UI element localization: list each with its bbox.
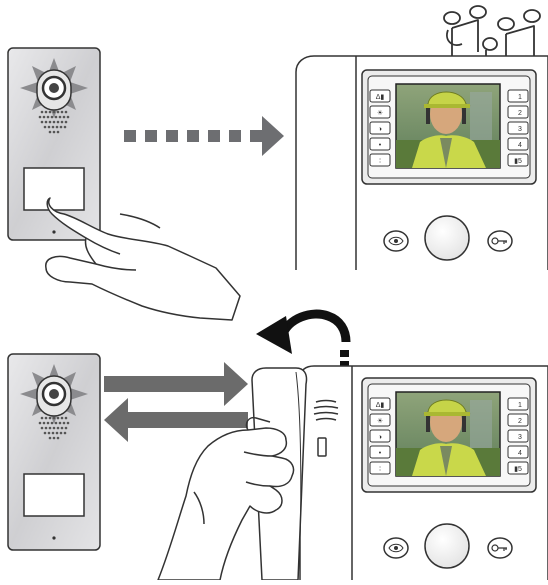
left-button-1[interactable] — [369, 397, 391, 411]
right-button-label: 1 — [518, 402, 522, 409]
left-button-label: ∶ — [379, 466, 381, 473]
right-button-label: 4 — [518, 142, 522, 149]
door-entry-panel-bottom — [7, 353, 101, 551]
right-button-5[interactable] — [507, 153, 529, 167]
monitor-right-buttons-bottom: 1 2 3 4 ▮5 — [507, 397, 529, 475]
indoor-monitor-top: Δ▮ ☀ ◑ • ∶ 1 2 3 4 ▮5 — [295, 55, 548, 270]
right-button-3[interactable] — [507, 121, 529, 135]
scene-answer-call: Δ▮ ☀ ◑ • ∶ 1 2 3 4 ▮5 — [7, 309, 548, 581]
music-notes-icon — [443, 5, 541, 84]
call-button[interactable] — [23, 167, 85, 211]
right-button-5[interactable] — [507, 461, 529, 475]
scene-call-ring: Δ▮ ☀ ◑ • ∶ 1 2 3 4 ▮5 — [7, 5, 548, 321]
right-button-4[interactable] — [507, 445, 529, 459]
right-button-4[interactable] — [507, 137, 529, 151]
speaker-grill — [38, 416, 70, 440]
arrow-right-icon — [104, 362, 248, 406]
left-button-1[interactable] — [369, 89, 391, 103]
right-button-label: ▮5 — [514, 158, 522, 165]
monitor-left-buttons-top: Δ▮ ☀ ◑ • ∶ — [369, 89, 391, 167]
left-button-label: ☀ — [377, 417, 383, 425]
curved-arrow-icon — [256, 309, 351, 368]
camera-lens-icon — [36, 375, 72, 417]
call-button[interactable] — [23, 473, 85, 517]
right-button-label: 2 — [518, 110, 522, 117]
left-button-3[interactable] — [369, 121, 391, 135]
left-button-2[interactable] — [369, 413, 391, 427]
left-button-label: ∶ — [379, 158, 381, 165]
left-button-4[interactable] — [369, 137, 391, 151]
key-icon — [491, 544, 507, 552]
left-button-label: ◑ — [378, 126, 382, 133]
monitor-right-buttons-top: 1 2 3 4 ▮5 — [507, 89, 529, 167]
right-button-label: 1 — [518, 94, 522, 101]
eye-icon — [388, 236, 404, 246]
arrow-left-icon — [104, 398, 248, 442]
right-button-2[interactable] — [507, 413, 529, 427]
hand-holding-handset-icon — [157, 416, 295, 581]
signal-dotted-arrow — [124, 116, 284, 156]
left-button-label: Δ▮ — [376, 94, 385, 101]
main-round-button[interactable] — [424, 523, 470, 569]
left-button-label: Δ▮ — [376, 402, 385, 409]
left-button-3[interactable] — [369, 429, 391, 443]
right-button-label: 3 — [518, 126, 522, 133]
key-icon — [491, 237, 507, 245]
right-button-2[interactable] — [507, 105, 529, 119]
monitor-left-buttons-bottom: Δ▮ ☀ ◑ • ∶ — [369, 397, 391, 475]
video-screen-top — [395, 83, 501, 169]
indoor-monitor-bottom: Δ▮ ☀ ◑ • ∶ 1 2 3 4 ▮5 — [299, 365, 548, 580]
speaker-icon — [313, 399, 339, 421]
left-button-label: • — [379, 450, 382, 457]
right-button-label: 2 — [518, 418, 522, 425]
main-round-button[interactable] — [424, 215, 470, 261]
right-button-1[interactable] — [507, 397, 529, 411]
eye-icon — [388, 543, 404, 553]
right-button-1[interactable] — [507, 89, 529, 103]
left-button-label: ◑ — [378, 434, 382, 441]
right-button-label: 3 — [518, 434, 522, 441]
left-button-2[interactable] — [369, 105, 391, 119]
right-button-label: 4 — [518, 450, 522, 457]
two-way-audio-arrows — [104, 362, 248, 442]
left-button-label: • — [379, 142, 382, 149]
video-screen-bottom — [395, 391, 501, 477]
left-button-label: ☀ — [377, 109, 383, 117]
door-entry-panel-top — [7, 47, 101, 241]
left-button-5[interactable] — [369, 461, 391, 475]
hook-switch — [317, 437, 327, 457]
left-button-5[interactable] — [369, 153, 391, 167]
speaker-grill — [38, 110, 70, 134]
left-button-4[interactable] — [369, 445, 391, 459]
camera-lens-icon — [36, 69, 72, 111]
right-button-label: ▮5 — [514, 466, 522, 473]
hand-pressing-icon — [45, 197, 241, 321]
right-button-3[interactable] — [507, 429, 529, 443]
